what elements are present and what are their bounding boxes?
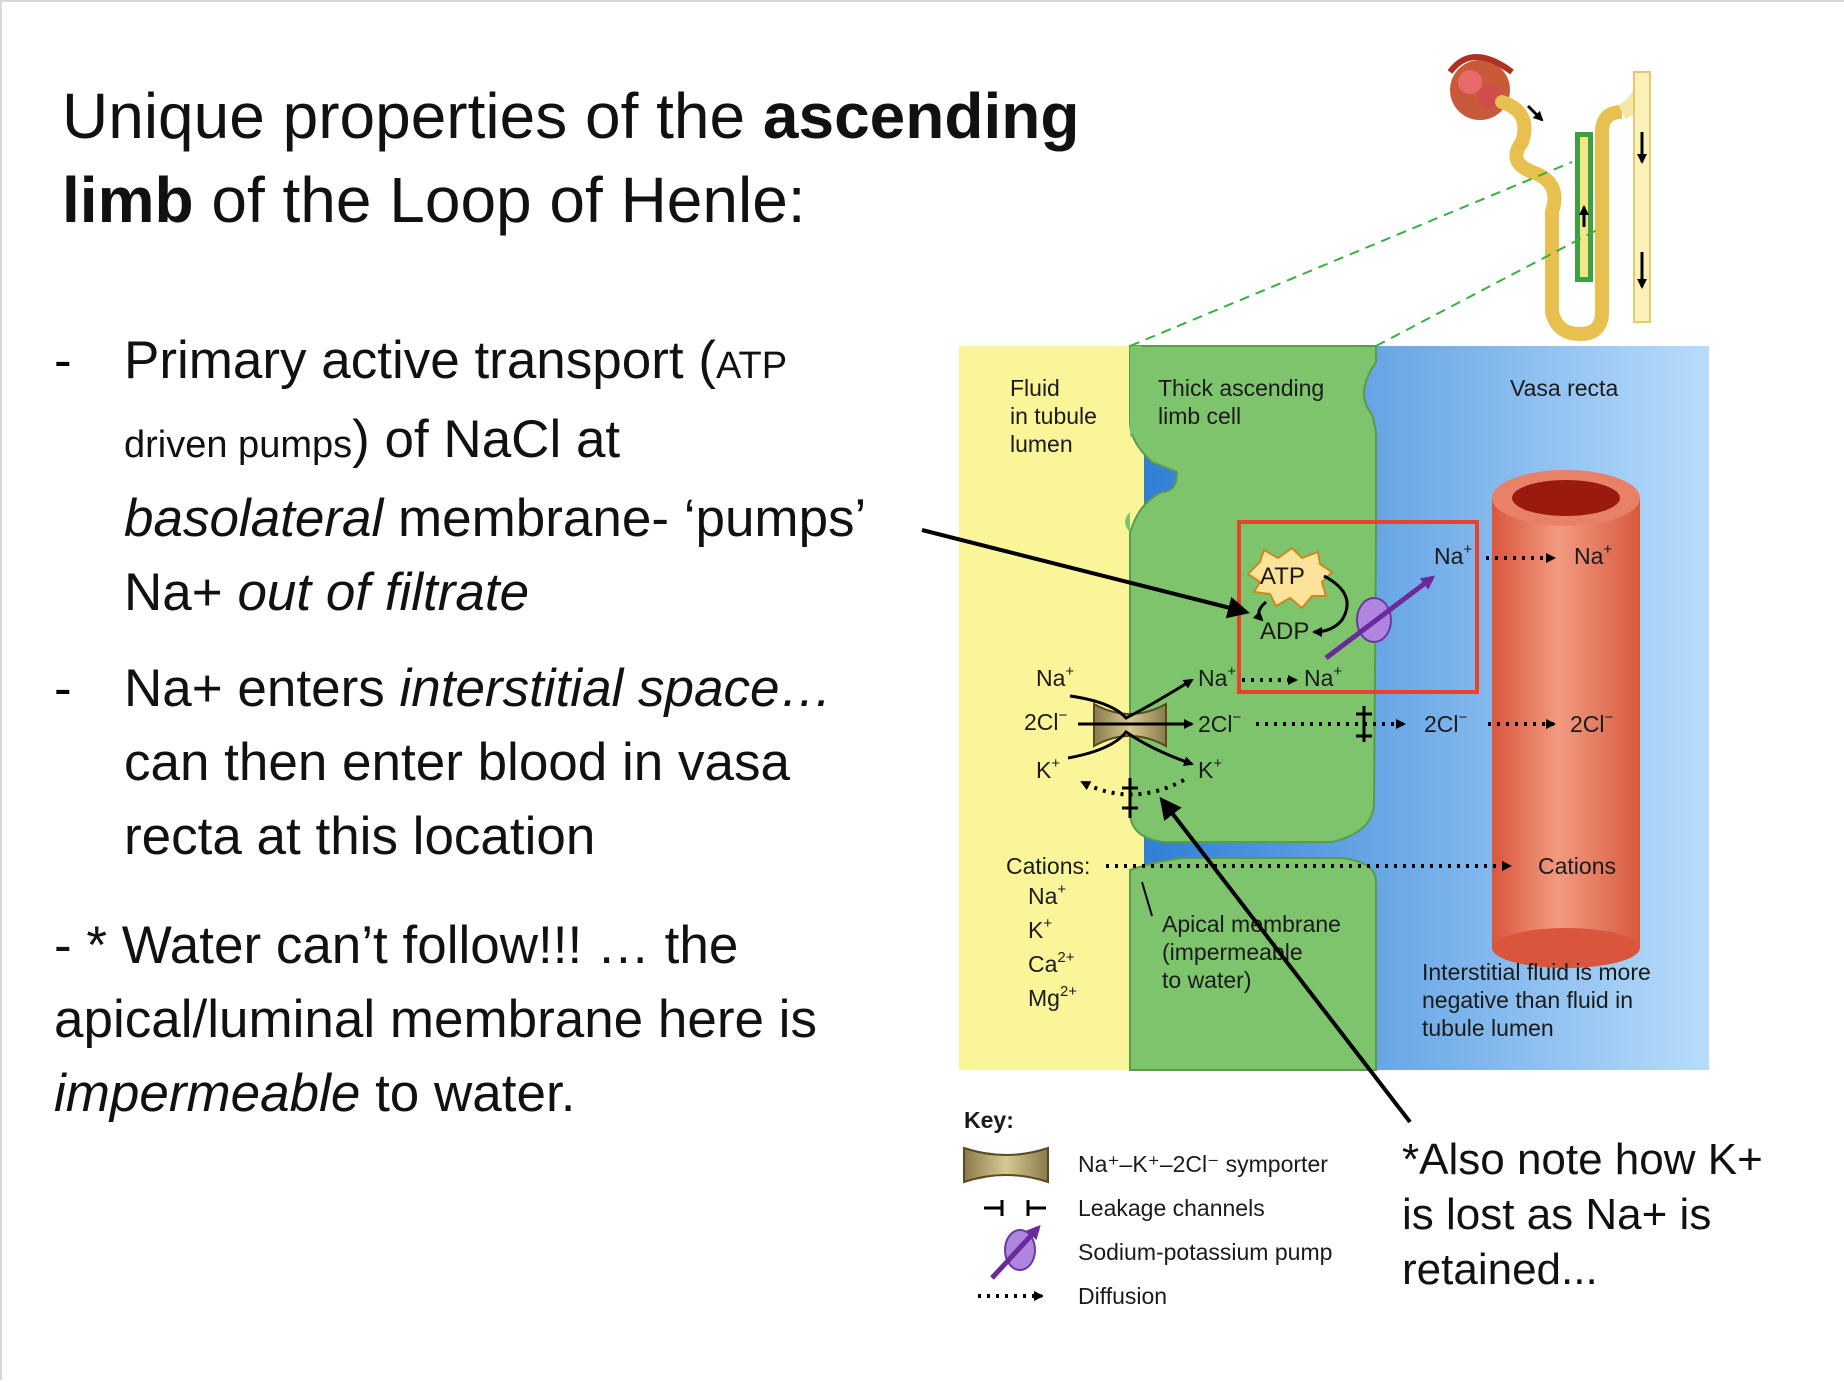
cations-label-vessel: Cations: [1538, 853, 1616, 879]
side-note-line-3: retained...: [1402, 1245, 1598, 1294]
key-symporter-label: Na⁺–K⁺–2Cl⁻ symporter: [1078, 1151, 1328, 1177]
pump-direction-arrow: [1324, 575, 1436, 660]
lower-cell: [1129, 857, 1377, 1071]
bullet-2-text: Na+ enters interstitial space… can then …: [124, 659, 833, 866]
cl-label-lumen: 2Cl−: [1024, 707, 1068, 735]
label-cell-1: Thick ascending: [1158, 375, 1324, 401]
apical-pointer: [1141, 881, 1153, 917]
bullet-2-dash: -: [54, 659, 72, 718]
atp-burst: [1246, 546, 1334, 610]
adp-arrow: [1252, 600, 1267, 622]
cl-label-inter: 2Cl−: [1424, 709, 1468, 737]
cation-na: Na+: [1028, 881, 1066, 909]
na-label-cell: Na+: [1198, 663, 1236, 691]
bullet-3-text: - * Water can’t follow!!! … the apical/l…: [54, 916, 817, 1123]
cl-label-vessel: 2Cl−: [1570, 709, 1614, 737]
na-label-vessel: Na+: [1574, 541, 1612, 569]
bullet-1-text: Primary active transport (ATP driven pum…: [124, 331, 867, 622]
bullet-1-dash: -: [54, 331, 72, 390]
side-note-line-1: *Also note how K+: [1402, 1135, 1763, 1184]
zoom-line-left: [1129, 161, 1573, 347]
key-leakage-icon: [984, 1200, 1046, 1216]
side-note-line-2: is lost as Na+ is: [1402, 1190, 1712, 1239]
label-lumen-1: Fluid: [1010, 375, 1060, 401]
cation-ca: Ca2+: [1028, 949, 1075, 977]
key-leakage-label: Leakage channels: [1078, 1195, 1265, 1221]
key-title: Key:: [964, 1107, 1014, 1133]
key-pump-icon: [990, 1225, 1041, 1280]
apical-label-3: to water): [1162, 967, 1251, 993]
zoom-line-right: [1375, 229, 1598, 347]
label-lumen-2: in tubule: [1010, 403, 1097, 429]
thick-ascending-limb-cell: [1129, 345, 1377, 843]
interstitial-note-3: tubule lumen: [1422, 1015, 1554, 1041]
vasa-recta-vessel: [1492, 470, 1640, 968]
cations-label-lumen: Cations:: [1006, 853, 1090, 879]
label-lumen-3: lumen: [1010, 431, 1073, 457]
annotation-arrow-k-leak: [1159, 796, 1412, 1124]
k-label-lumen: K+: [1036, 755, 1060, 783]
na-label-lumen: Na+: [1036, 663, 1074, 691]
nephron-illustration: [1447, 54, 1651, 342]
atp-label: ATP: [1260, 563, 1305, 590]
adp-label: ADP: [1260, 618, 1309, 645]
key-diffusion-label: Diffusion: [1078, 1283, 1167, 1309]
na-label-box: Na+: [1434, 541, 1472, 569]
key-symporter-icon: [963, 1146, 1049, 1184]
label-vasa: Vasa recta: [1510, 375, 1618, 401]
key-pump-label: Sodium-potassium pump: [1078, 1239, 1332, 1265]
leakage-channel-k: [1122, 778, 1138, 818]
cation-k: K+: [1028, 915, 1052, 943]
na-label-cell-2: Na+: [1304, 663, 1342, 691]
interstitial-note-2: negative than fluid in: [1422, 987, 1633, 1013]
cation-mg: Mg2+: [1028, 983, 1077, 1011]
label-cell-2: limb cell: [1158, 403, 1241, 429]
leakage-channel-cl: [1356, 706, 1372, 742]
annotation-arrow-pump: [921, 528, 1250, 619]
k-label-cell: K+: [1198, 755, 1222, 783]
cl-label-cell: 2Cl−: [1198, 709, 1242, 737]
side-note: *Also note how K+ is lost as Na+ is reta…: [1402, 1132, 1822, 1297]
slide-title: Unique properties of the ascending limb …: [62, 80, 1080, 236]
interstitial-note-1: Interstitial fluid is more: [1422, 959, 1651, 985]
atp-to-adp-arrow: [1312, 574, 1349, 637]
